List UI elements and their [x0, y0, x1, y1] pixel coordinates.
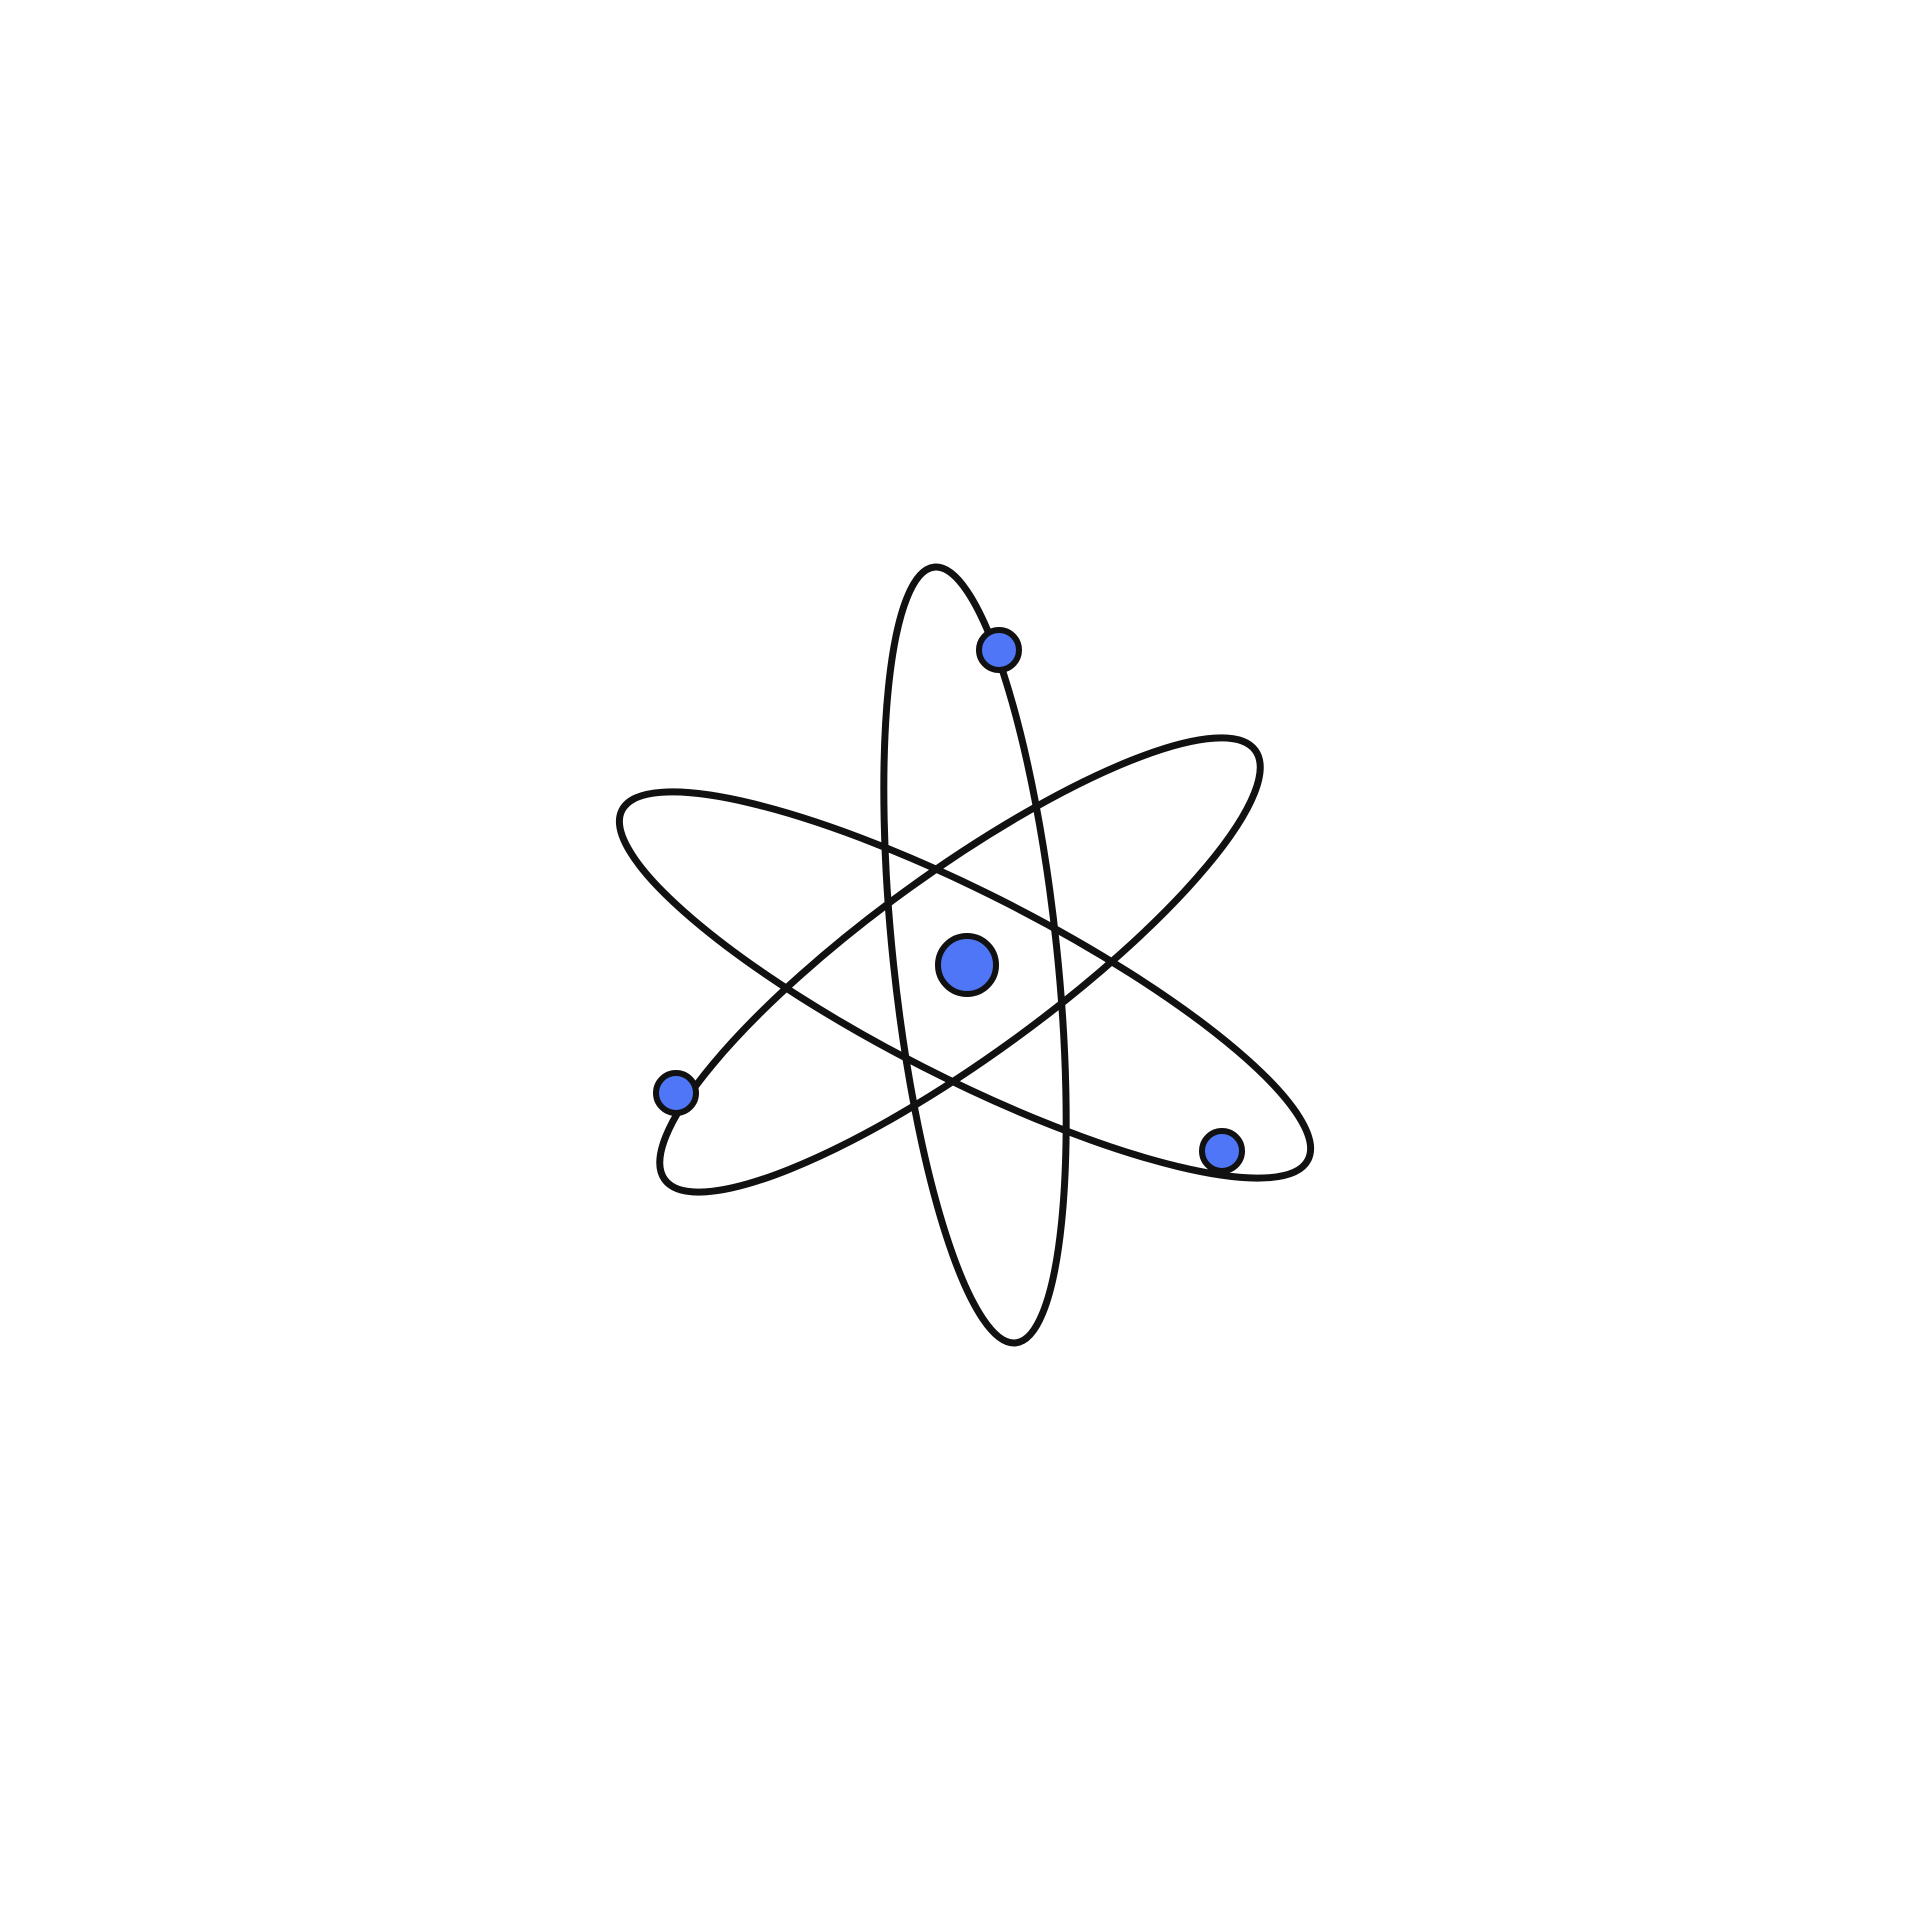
electron-top: [976, 627, 1022, 673]
electron-left: [653, 1070, 699, 1116]
nucleus: [935, 933, 999, 997]
orbit-vertical: [880, 563, 1070, 1347]
orbit-descending: [615, 788, 1315, 1182]
orbit-ascending: [656, 734, 1264, 1196]
electron-right: [1199, 1128, 1245, 1174]
